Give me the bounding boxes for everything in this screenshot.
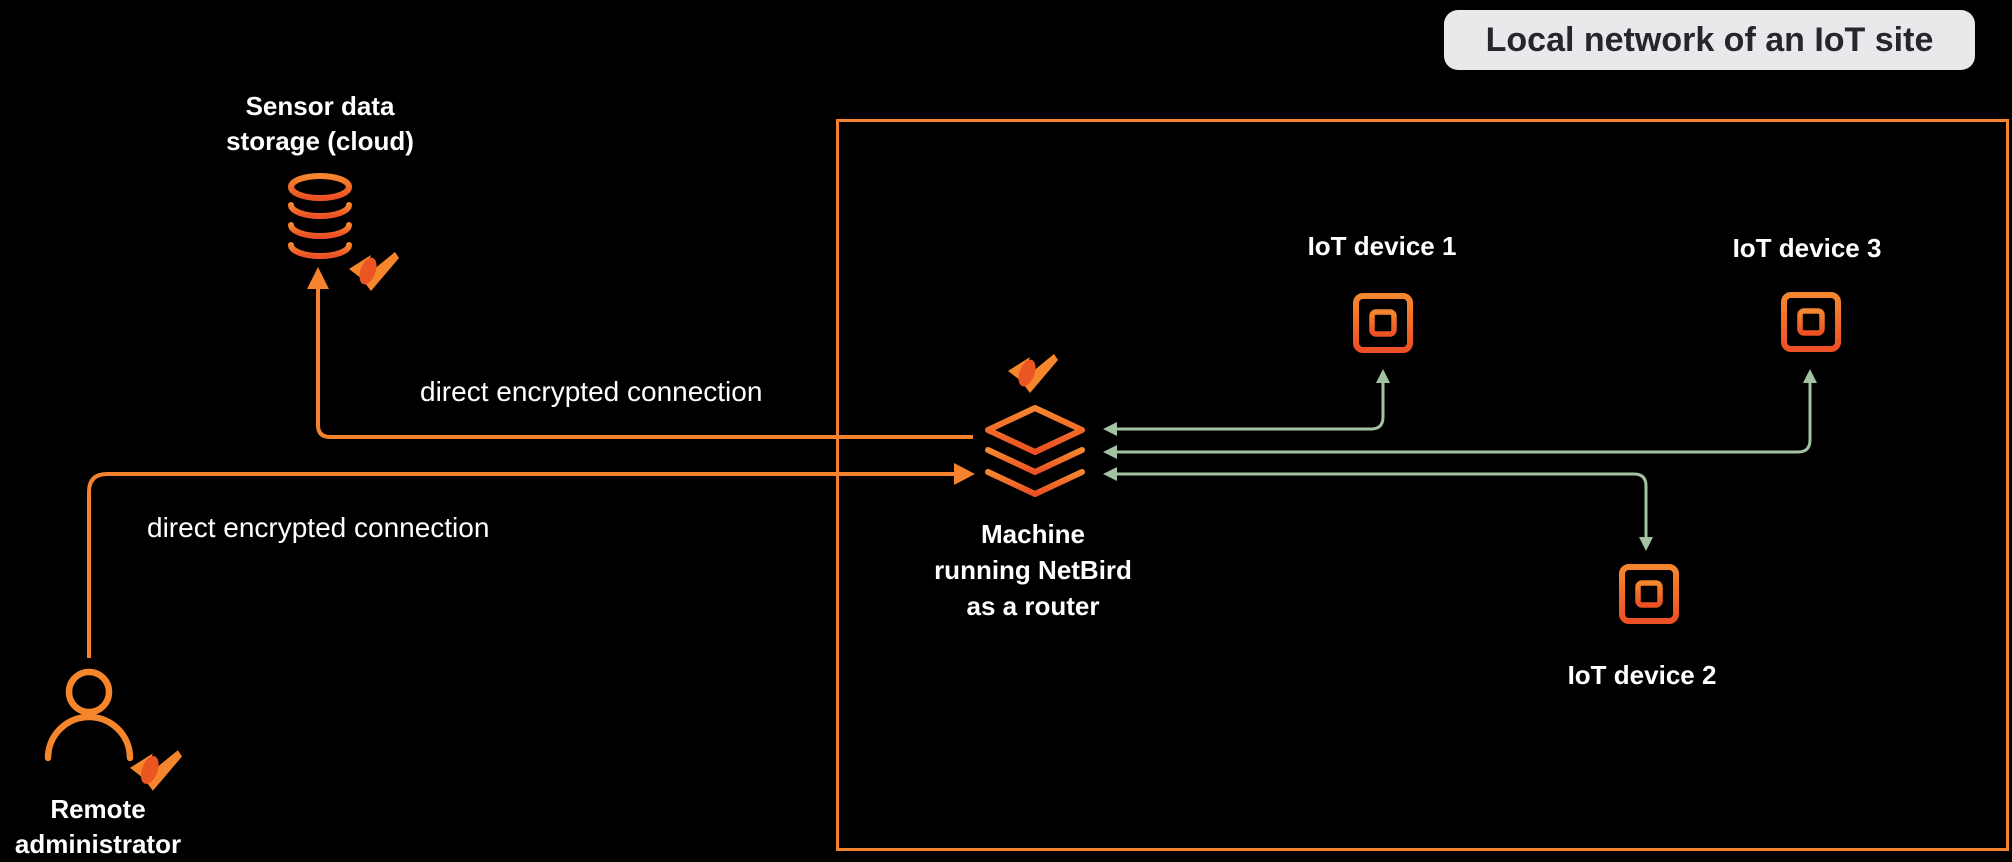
netbird-machine-label: Machine running NetBird as a router — [908, 516, 1158, 624]
iot-device-3-label: IoT device 3 — [1732, 233, 1882, 263]
title-label: Local network of an IoT site — [1485, 20, 1934, 59]
netbird-logo-icon — [349, 252, 399, 291]
person-icon — [44, 668, 134, 761]
arrowhead-storage-up — [307, 267, 329, 289]
chip-icon — [1771, 282, 1851, 362]
chip-icon — [1609, 554, 1689, 634]
iot-device-1-label: IoT device 1 — [1307, 231, 1457, 261]
remote-admin-label: Remote administrator — [0, 792, 198, 862]
remote-admin-label-line1: Remote — [50, 794, 146, 824]
title-box: Local network of an IoT site — [1444, 10, 1975, 70]
netbird-machine-label-line3: as a router — [966, 591, 1100, 621]
connection-label-admin-machine: direct encrypted connection — [147, 512, 490, 543]
netbird-machine-label-line1: Machine — [980, 519, 1086, 549]
chip-icon — [1343, 283, 1423, 363]
connection-label-machine-storage: direct encrypted connection — [420, 376, 763, 407]
database-icon — [288, 173, 352, 259]
netbird-logo-icon — [130, 750, 182, 791]
sensor-storage-label-line1: Sensor data — [245, 91, 395, 121]
iot-device-2-label: IoT device 2 — [1567, 660, 1717, 690]
netbird-machine-label-line2: running NetBird — [934, 555, 1132, 585]
netbird-logo-icon — [1008, 354, 1058, 393]
sensor-storage-label-line2: storage (cloud) — [226, 126, 414, 156]
sensor-storage-label: Sensor data storage (cloud) — [170, 89, 470, 159]
wire-admin-to-machine — [87, 472, 954, 658]
layers-icon — [985, 405, 1085, 497]
remote-admin-label-line2: administrator — [14, 829, 182, 859]
